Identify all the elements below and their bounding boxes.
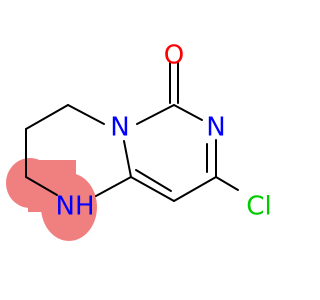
atom-labels: O N N NH Cl <box>56 41 272 222</box>
bond-c-nh <box>95 176 132 197</box>
bond-c-c-double-bottom-b <box>135 169 172 192</box>
bond-c-c-bottom-left <box>25 176 58 196</box>
molecule-structure: O N N NH Cl <box>6 41 272 241</box>
atom-oxygen: O <box>164 41 184 71</box>
bond-c-c-double-bottom-a <box>130 176 175 202</box>
bond-layer <box>25 62 239 202</box>
bond-c-cl <box>215 176 239 191</box>
bond-n-c-carbonyl <box>136 104 175 125</box>
atom-nitrogen-imine: N <box>206 113 225 143</box>
bond-c-c-bottom-right <box>173 176 217 202</box>
atom-nitrogen-bridge: N <box>110 113 129 143</box>
bond-c-n-imine <box>173 104 203 121</box>
highlight-region <box>6 158 97 241</box>
atom-chlorine: Cl <box>246 192 271 222</box>
bond-c-n-bridge-vertical <box>123 140 132 178</box>
bond-c-c-top-left <box>25 104 69 130</box>
atom-amine-nh: NH <box>56 192 95 222</box>
bond-c-n-bridge <box>67 104 105 125</box>
highlight-connector <box>28 160 76 212</box>
molecule-canvas: O N N NH Cl <box>6 41 272 241</box>
